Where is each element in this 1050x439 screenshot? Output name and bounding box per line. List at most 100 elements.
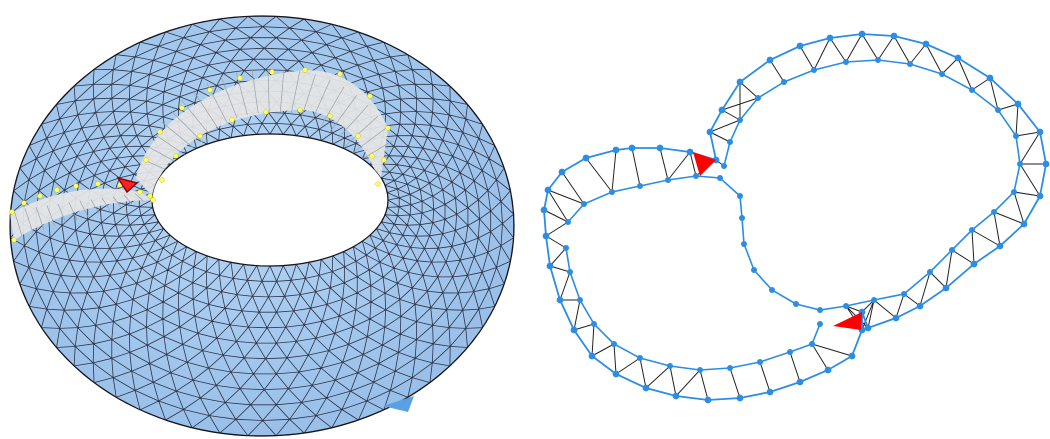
strip-vertex xyxy=(969,227,975,233)
cut-strip-panel xyxy=(540,30,1050,404)
strip-vertex xyxy=(1036,128,1044,136)
strip-vertex xyxy=(787,349,793,355)
strip-vertex xyxy=(718,106,726,114)
strip-vertex xyxy=(736,78,744,86)
strip-vertex xyxy=(686,148,694,156)
strip-inner-boundary-upper xyxy=(567,59,1021,311)
strip-vertex xyxy=(916,302,924,310)
strip-vertex xyxy=(848,352,856,360)
strip-vertex xyxy=(809,341,815,347)
strip-vertex xyxy=(901,291,907,297)
strip-vertex xyxy=(1014,100,1022,108)
band-vertex xyxy=(381,157,387,163)
strip-vertex xyxy=(1036,192,1044,200)
band-vertex-dots xyxy=(9,67,391,243)
band-vertex xyxy=(159,177,165,183)
strip-vertex xyxy=(864,324,872,332)
band-vertex xyxy=(229,117,235,123)
strip-vertex xyxy=(1042,160,1050,168)
strip-vertex xyxy=(817,307,823,313)
band-vertex xyxy=(54,187,60,193)
band-vertex xyxy=(207,87,213,93)
strip-vertex xyxy=(991,209,997,215)
strip-vertex xyxy=(693,173,699,179)
strip-vertex xyxy=(581,201,587,207)
strip-vertex xyxy=(751,267,757,273)
strip-vertex xyxy=(697,367,703,373)
strip-vertex xyxy=(757,359,763,365)
torus-mesh-panel xyxy=(9,15,515,437)
strip-vertex xyxy=(741,241,747,247)
strip-vertex xyxy=(667,363,673,369)
marked-triangle-strip-top xyxy=(693,152,716,176)
strip-vertex xyxy=(591,321,597,327)
strip-vertex xyxy=(736,394,744,402)
strip-vertex xyxy=(766,388,774,396)
strip-vertex xyxy=(1011,189,1017,195)
strip-vertex xyxy=(996,242,1004,250)
strip-vertex xyxy=(665,177,671,183)
strip-vertex xyxy=(567,269,573,275)
strip-vertex xyxy=(563,245,569,251)
strip-vertex xyxy=(546,262,554,270)
strip-vertex xyxy=(737,193,743,199)
strip-vertex xyxy=(565,219,571,225)
strip-vertex xyxy=(727,365,733,371)
strip-triangle-edges xyxy=(543,33,1046,401)
strip-vertex xyxy=(954,54,962,62)
strip-vertex xyxy=(727,139,733,145)
strip-vertex xyxy=(942,284,950,292)
strip-vertex xyxy=(871,297,877,303)
strip-vertex xyxy=(858,30,866,38)
band-hatch-lines xyxy=(13,68,393,237)
band-segment-outer xyxy=(10,188,155,240)
band-vertex xyxy=(11,237,17,243)
strip-vertex xyxy=(766,56,774,64)
strip-vertex xyxy=(826,34,834,42)
strip-vertex xyxy=(656,144,664,152)
strip-outer-boundary xyxy=(543,33,1047,401)
strip-inner-boundary-lower xyxy=(565,247,821,371)
strip-vertex xyxy=(949,247,955,253)
marked-triangle-torus xyxy=(116,176,139,194)
strip-vertex xyxy=(995,107,1001,113)
strip-vertex xyxy=(642,384,650,392)
strip-vertex xyxy=(927,269,933,275)
strip-vertex xyxy=(582,154,590,162)
band-vertex xyxy=(327,113,333,119)
band-vertex xyxy=(73,183,79,189)
band-vertex xyxy=(9,209,15,215)
strip-vertex xyxy=(907,61,913,67)
band-vertex xyxy=(375,181,381,187)
band-vertex xyxy=(37,193,43,199)
band-vertex xyxy=(137,189,143,195)
strip-vertex xyxy=(717,175,723,181)
strip-vertex xyxy=(706,128,714,136)
strip-vertex xyxy=(793,301,799,307)
band-vertex xyxy=(95,181,101,187)
strip-vertex xyxy=(939,71,945,77)
band-vertex xyxy=(337,71,343,77)
band-vertex xyxy=(297,107,303,113)
band-vertex xyxy=(367,93,373,99)
shaded-patch xyxy=(383,396,414,412)
strip-vertex xyxy=(637,183,643,189)
band-vertex xyxy=(150,197,156,203)
strip-vertex xyxy=(755,95,761,101)
strip-vertex-dots xyxy=(540,30,1050,404)
strip-vertex xyxy=(796,378,804,386)
strip-vertex xyxy=(811,67,817,73)
strip-vertex xyxy=(612,370,620,378)
band-vertex xyxy=(369,153,375,159)
band-vertex xyxy=(173,153,179,159)
strip-vertex xyxy=(612,146,620,154)
band-vertex xyxy=(157,129,163,135)
strip-vertex xyxy=(986,74,994,82)
band-vertex xyxy=(269,69,275,75)
strip-vertex xyxy=(1020,220,1028,228)
strip-vertex xyxy=(824,366,832,374)
band-vertex xyxy=(147,193,153,199)
strip-vertex xyxy=(588,352,596,360)
